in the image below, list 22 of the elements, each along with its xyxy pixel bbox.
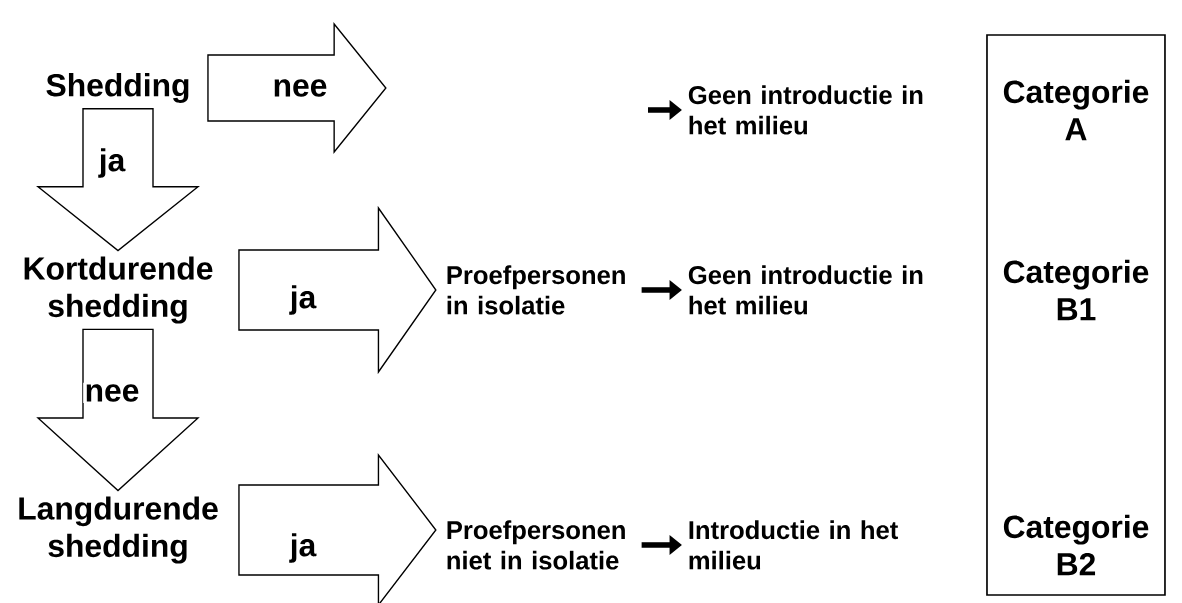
category-box	[986, 34, 1166, 596]
step-label: Kortdurende shedding	[24, 256, 213, 324]
arrow-label: ja	[288, 283, 318, 317]
step-label: Proefpersonen niet in isolatie	[447, 520, 625, 570]
step-label: Geen introductie in het milieu	[688, 85, 923, 135]
step-label: Shedding	[46, 73, 189, 103]
arrow-label: ja	[288, 531, 318, 565]
step-label: Langdurende shedding	[19, 496, 218, 564]
block-arrow	[36, 328, 200, 492]
arrow-label: ja	[97, 146, 127, 180]
step-label: Geen introductie in het milieu	[688, 265, 923, 315]
category-label: Categorie B2	[1003, 514, 1149, 576]
category-label: Categorie A	[1003, 79, 1149, 141]
arrow-label: nee	[271, 77, 329, 99]
block-arrow	[238, 205, 437, 375]
arrow-label: nee	[83, 382, 141, 404]
block-arrow	[36, 108, 200, 252]
category-label: Categorie B1	[1003, 259, 1149, 321]
step-label: Proefpersonen in isolatie	[447, 265, 625, 315]
step-label: Introductie in het milieu	[689, 520, 898, 570]
block-arrow	[238, 452, 437, 603]
block-arrow	[207, 22, 387, 154]
